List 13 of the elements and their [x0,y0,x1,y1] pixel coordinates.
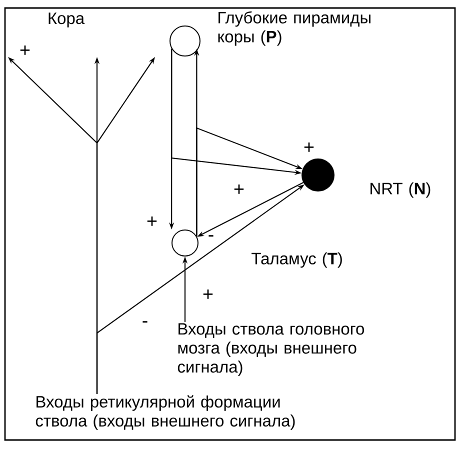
input-label: Входы ретикулярной формации ствола (входы внешнего сигнала) [36,395,295,430]
sign-label: + [145,216,159,228]
node-label: Таламус (T) [252,252,342,268]
sign-label: + [201,288,215,302]
sign-label: + [302,142,316,154]
sign-label: + [18,44,32,58]
node-label: Глубокие пирамиды коры (P) [218,11,370,46]
region-label: Кора [48,12,85,28]
sign-label: - [140,320,150,328]
node-label: NRT (N) [370,182,430,198]
input-label: Входы ствола головного мозга (входы внешнего сигнала) [178,323,364,376]
sign-label: - [206,234,216,242]
sign-label: + [232,184,246,196]
